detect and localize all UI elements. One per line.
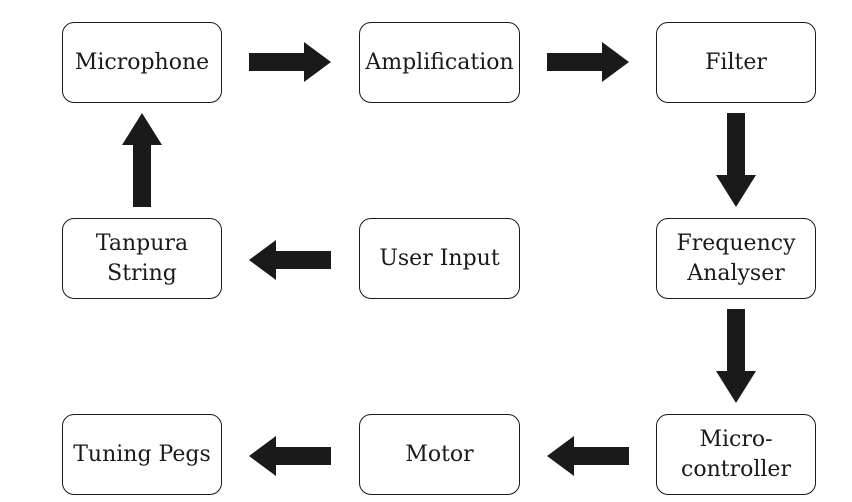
node-filter: Filter (656, 22, 816, 103)
node-microcontroller: Micro- controller (656, 414, 816, 495)
node-microcontroller-line-1: Micro- (699, 426, 773, 452)
node-filter-label: Filter (705, 49, 767, 75)
arrow-tanpura-string-to-microphone (122, 113, 162, 207)
arrow-amplification-to-filter (547, 42, 629, 82)
arrow-user-input-to-tanpura-string (249, 240, 331, 280)
node-tuning-pegs: Tuning Pegs (62, 414, 222, 495)
node-microphone: Microphone (62, 22, 222, 103)
node-frequency-analyser-line-2: Analyser (687, 260, 785, 286)
node-frequency-analyser-line-1: Frequency (676, 230, 796, 256)
node-amplification: Amplification (359, 22, 520, 103)
arrow-microphone-to-amplification (249, 42, 331, 82)
node-microcontroller-line-2: controller (681, 456, 791, 482)
arrow-filter-to-frequency-analyser (716, 113, 756, 207)
node-user-input-label: User Input (379, 245, 500, 271)
node-tanpura-string-line-1: Tanpura (95, 230, 189, 256)
node-tanpura-string: Tanpura String (62, 218, 222, 299)
arrow-microcontroller-to-motor (547, 436, 629, 476)
arrow-frequency-analyser-to-microcontroller (716, 309, 756, 403)
arrow-motor-to-tuning-pegs (249, 436, 331, 476)
node-microphone-label: Microphone (74, 49, 210, 75)
node-user-input: User Input (359, 218, 520, 299)
node-motor-label: Motor (405, 441, 474, 467)
node-motor: Motor (359, 414, 520, 495)
node-tuning-pegs-label: Tuning Pegs (73, 441, 211, 467)
node-amplification-label: Amplification (365, 49, 514, 75)
node-frequency-analyser: Frequency Analyser (656, 218, 816, 299)
node-tanpura-string-line-2: String (107, 260, 177, 286)
